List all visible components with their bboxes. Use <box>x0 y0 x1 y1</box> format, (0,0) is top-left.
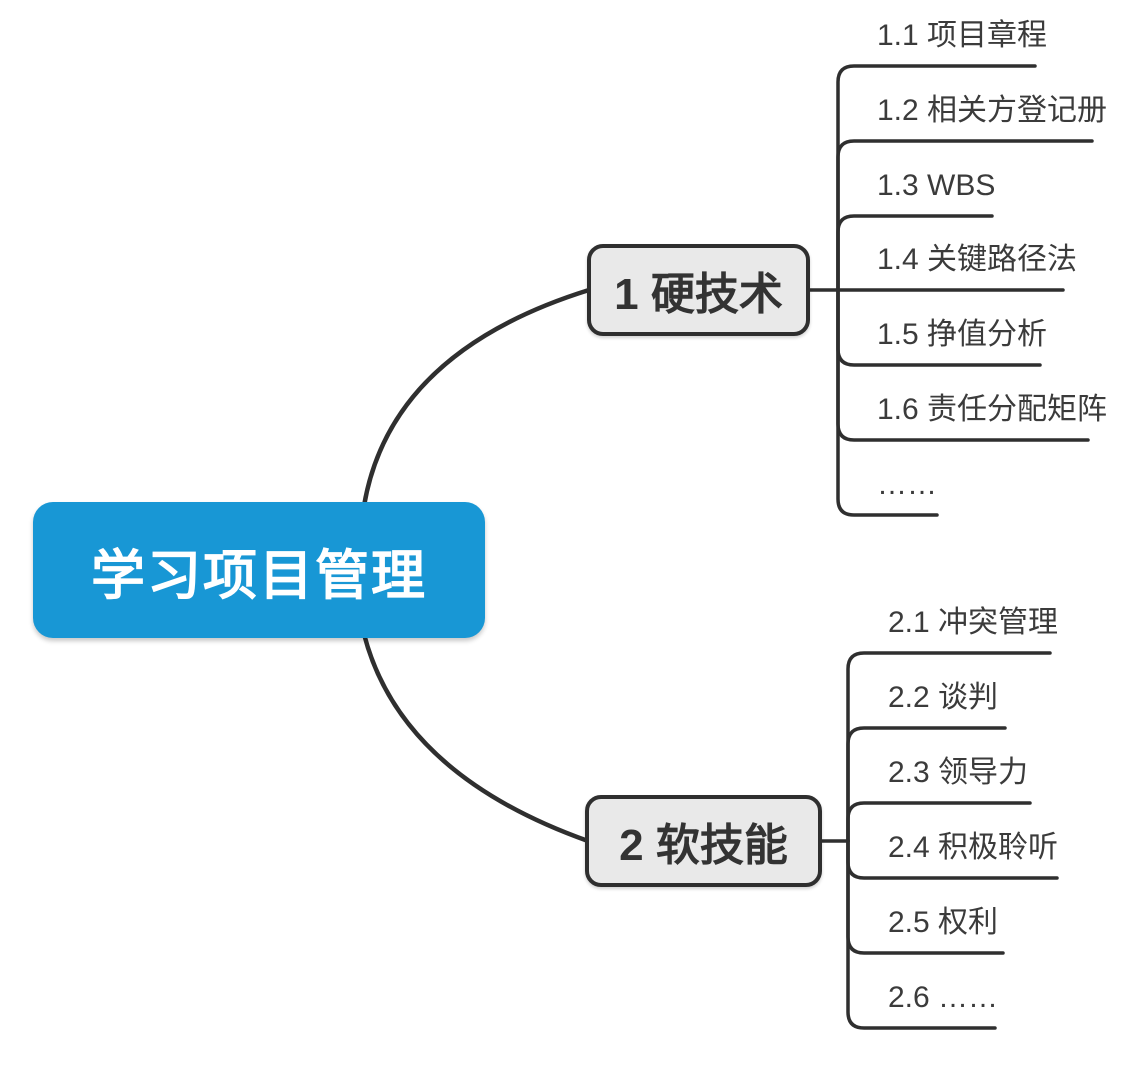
leaf-topic-1-4[interactable]: 1.4 关键路径法 <box>877 243 1078 276</box>
edge-branch2-child-3 <box>846 801 1032 843</box>
leaf-topic-1-3[interactable]: 1.3 WBS <box>877 169 996 202</box>
leaf-topic-2-3[interactable]: 2.3 领导力 <box>888 756 1029 789</box>
branch-topic-soft-skills[interactable]: 2 软技能 <box>585 795 822 887</box>
leaf-topic-1-5[interactable]: 1.5 挣值分析 <box>877 318 1048 351</box>
leaf-topic-2-2[interactable]: 2.2 谈判 <box>888 681 999 714</box>
edge-branch2-child-2 <box>846 726 1007 843</box>
leaf-topic-2-1[interactable]: 2.1 冲突管理 <box>888 606 1059 639</box>
edge-root-to-branch-2 <box>361 631 591 844</box>
edge-branch1-child-3 <box>836 214 994 292</box>
edge-branch1-child-1 <box>836 64 1037 292</box>
leaf-topic-1-1[interactable]: 1.1 项目章程 <box>877 19 1048 52</box>
leaf-topic-1-7[interactable]: …… <box>877 468 937 501</box>
root-topic[interactable]: 学习项目管理 <box>33 502 485 638</box>
leaf-topic-1-6[interactable]: 1.6 责任分配矩阵 <box>877 393 1108 426</box>
edge-branch2-child-6 <box>846 839 997 1030</box>
leaf-topic-1-2[interactable]: 1.2 相关方登记册 <box>877 94 1108 127</box>
edge-branch1-child-2 <box>836 139 1094 292</box>
root-topic-label: 学习项目管理 <box>91 545 427 606</box>
edge-root-to-branch-1 <box>361 287 592 509</box>
branch-topic-label: 1 硬技术 <box>614 270 783 319</box>
branch-topic-hard-skills[interactable]: 1 硬技术 <box>587 244 810 336</box>
leaf-topic-2-4[interactable]: 2.4 积极聆听 <box>888 831 1059 864</box>
edge-branch1-child-7 <box>836 288 939 517</box>
leaf-topic-2-5[interactable]: 2.5 权利 <box>888 906 999 939</box>
leaf-topic-2-6[interactable]: 2.6 …… <box>888 981 999 1014</box>
branch-topic-label: 2 软技能 <box>619 821 788 870</box>
edge-branch2-child-1 <box>846 651 1052 843</box>
